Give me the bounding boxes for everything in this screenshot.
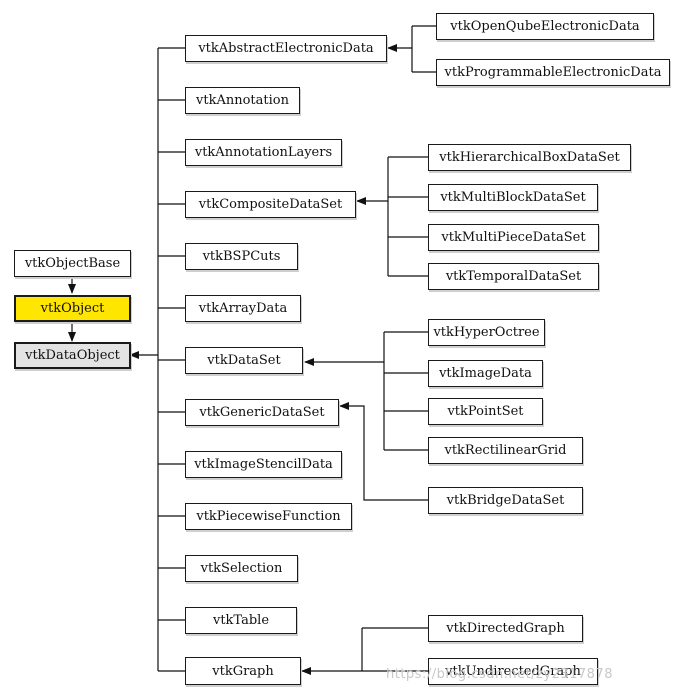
- node-vtk-piecewise-function: vtkPiecewiseFunction: [185, 503, 352, 530]
- node-vtk-object-base: vtkObjectBase: [14, 250, 131, 277]
- node-vtk-abstract-electronic-data: vtkAbstractElectronicData: [185, 35, 387, 62]
- node-vtk-composite-data-set: vtkCompositeDataSet: [185, 191, 356, 218]
- node-vtk-hierarchical-box-data-set: vtkHierarchicalBoxDataSet: [428, 144, 631, 171]
- node-vtk-bridge-data-set: vtkBridgeDataSet: [428, 487, 583, 514]
- node-vtk-point-set: vtkPointSet: [428, 398, 543, 425]
- node-vtk-table: vtkTable: [185, 607, 297, 634]
- node-vtk-undirected-graph: vtkUndirectedGraph: [428, 658, 598, 685]
- node-vtk-selection: vtkSelection: [185, 555, 298, 582]
- node-vtk-multi-block-data-set: vtkMultiBlockDataSet: [428, 184, 598, 211]
- node-vtk-graph: vtkGraph: [185, 657, 301, 685]
- node-vtk-directed-graph: vtkDirectedGraph: [428, 615, 583, 642]
- node-vtk-object: vtkObject: [14, 295, 131, 322]
- node-vtk-data-object: vtkDataObject: [14, 342, 131, 369]
- node-vtk-generic-data-set: vtkGenericDataSet: [185, 399, 339, 426]
- node-vtk-rectilinear-grid: vtkRectilinearGrid: [428, 437, 583, 464]
- node-vtk-annotation-layers: vtkAnnotationLayers: [185, 139, 342, 166]
- node-vtk-multi-piece-data-set: vtkMultiPieceDataSet: [428, 224, 599, 251]
- node-vtk-data-set: vtkDataSet: [185, 347, 303, 374]
- node-vtk-open-qube-electronic-data: vtkOpenQubeElectronicData: [436, 13, 654, 40]
- node-vtk-annotation: vtkAnnotation: [185, 87, 300, 114]
- node-vtk-array-data: vtkArrayData: [185, 295, 301, 322]
- node-vtk-hyper-octree: vtkHyperOctree: [428, 319, 545, 346]
- watermark: https://blog.csdn.net/zy2317878: [386, 667, 613, 682]
- node-vtk-image-data: vtkImageData: [428, 360, 543, 387]
- node-vtk-programmable-electronic-data: vtkProgrammableElectronicData: [436, 59, 670, 86]
- node-vtk-temporal-data-set: vtkTemporalDataSet: [428, 263, 599, 290]
- node-vtk-bsp-cuts: vtkBSPCuts: [185, 243, 298, 270]
- node-vtk-image-stencil-data: vtkImageStencilData: [185, 451, 342, 478]
